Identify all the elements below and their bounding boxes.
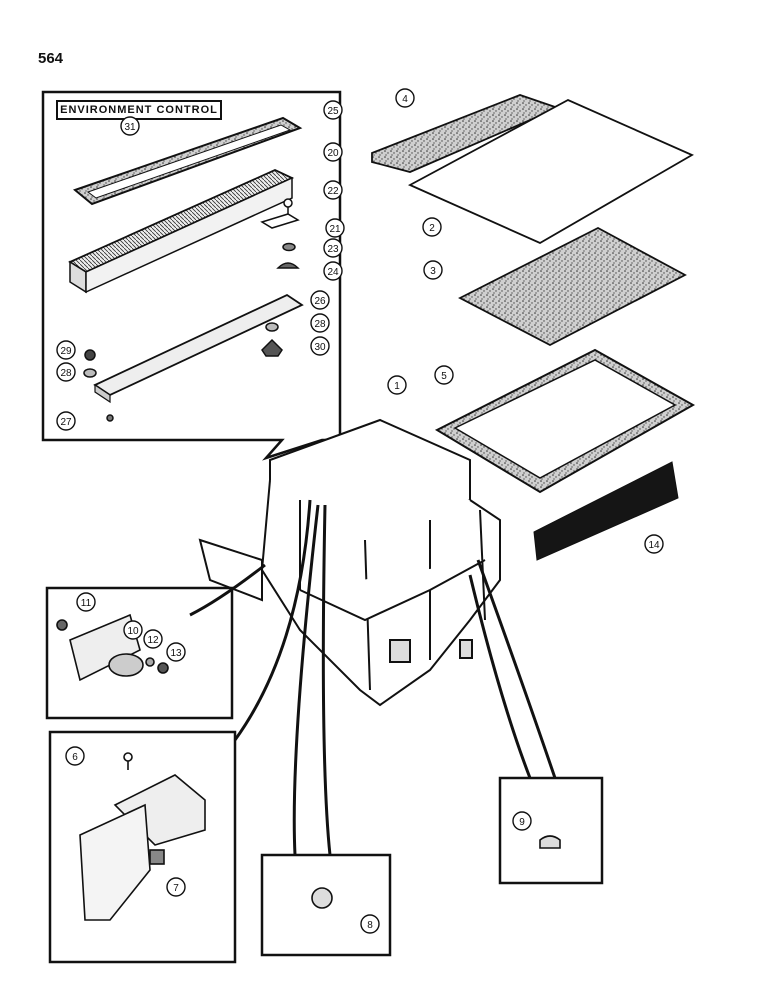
inset-box-10-13: [45, 586, 234, 720]
callout-26: 26: [310, 290, 330, 310]
callout-5: 5: [434, 365, 454, 385]
part-4-headliner: [371, 94, 561, 173]
inset-box-9: [498, 776, 604, 885]
callout-2: 2: [422, 217, 442, 237]
callout-12: 12: [143, 629, 163, 649]
svg-text:1: 1: [394, 381, 400, 392]
parts-21-24-hardware: [260, 198, 300, 269]
callout-20: 20: [323, 142, 343, 162]
svg-text:8: 8: [367, 920, 373, 931]
svg-text:13: 13: [170, 648, 182, 659]
callout-31: 31: [120, 116, 140, 136]
svg-text:26: 26: [314, 296, 326, 307]
svg-text:21: 21: [329, 224, 341, 235]
callout-23: 23: [323, 238, 343, 258]
svg-text:14: 14: [648, 540, 660, 551]
svg-text:11: 11: [81, 598, 92, 609]
part-5-seal-frame: [434, 348, 696, 494]
callout-27: 27: [56, 411, 76, 431]
part-25-gasket: [72, 116, 303, 206]
callout-6: 6: [65, 746, 85, 766]
part-26-channel: [93, 293, 304, 404]
svg-text:29: 29: [60, 346, 72, 357]
inset-box-8: [260, 853, 392, 957]
part-20-filter: [68, 169, 295, 294]
callout-11: 11: [76, 592, 96, 612]
svg-text:5: 5: [441, 371, 447, 382]
callout-7: 7: [166, 877, 186, 897]
svg-text:28: 28: [60, 368, 72, 379]
callout-24: 24: [323, 261, 343, 281]
svg-text:22: 22: [327, 186, 339, 197]
svg-text:9: 9: [519, 817, 525, 828]
svg-text:2: 2: [429, 223, 435, 234]
svg-text:30: 30: [314, 342, 326, 353]
callout-21: 21: [325, 218, 345, 238]
svg-text:31: 31: [124, 122, 136, 133]
callout-30: 30: [310, 336, 330, 356]
callout-13: 13: [166, 642, 186, 662]
callout-1: 1: [387, 375, 407, 395]
svg-text:12: 12: [147, 635, 159, 646]
svg-text:10: 10: [127, 626, 139, 637]
part-3-insulation: [458, 226, 687, 347]
svg-text:28: 28: [314, 319, 326, 330]
part-2-panel: [407, 98, 694, 245]
inset-box-6-7: [48, 730, 237, 964]
callout-28a: 28: [310, 313, 330, 333]
svg-text:20: 20: [327, 148, 339, 159]
svg-text:23: 23: [327, 244, 339, 255]
svg-text:27: 27: [60, 417, 72, 428]
callout-10: 10: [123, 620, 143, 640]
parts-10-13: [56, 613, 169, 682]
callout-28b: 28: [56, 362, 76, 382]
inset-title: ENVIRONMENT CONTROL: [56, 100, 222, 120]
callout-3: 3: [423, 260, 443, 280]
callout-29: 29: [56, 340, 76, 360]
callout-22: 22: [323, 180, 343, 200]
svg-text:25: 25: [327, 106, 339, 117]
parts-6-7: [79, 752, 206, 921]
parts-27-30-hardware: [83, 322, 283, 422]
svg-text:4: 4: [402, 94, 408, 105]
svg-text:7: 7: [173, 883, 179, 894]
leader-lines: [189, 499, 557, 856]
svg-text:3: 3: [430, 266, 436, 277]
page-number: 564: [38, 50, 64, 67]
callout-9: 9: [512, 811, 532, 831]
part-1-cab-frame: [198, 418, 501, 707]
svg-text:24: 24: [327, 267, 339, 278]
callout-4: 4: [395, 88, 415, 108]
callout-8: 8: [360, 914, 380, 934]
callout-14: 14: [644, 534, 664, 554]
callout-25: 25: [323, 100, 343, 120]
parts-8-9: [311, 835, 561, 909]
svg-text:6: 6: [72, 752, 78, 763]
callouts: 31 25 20 22 21 23 24 26 28 30 29 28 27 4…: [56, 88, 664, 934]
part-14-strip: [533, 461, 679, 561]
